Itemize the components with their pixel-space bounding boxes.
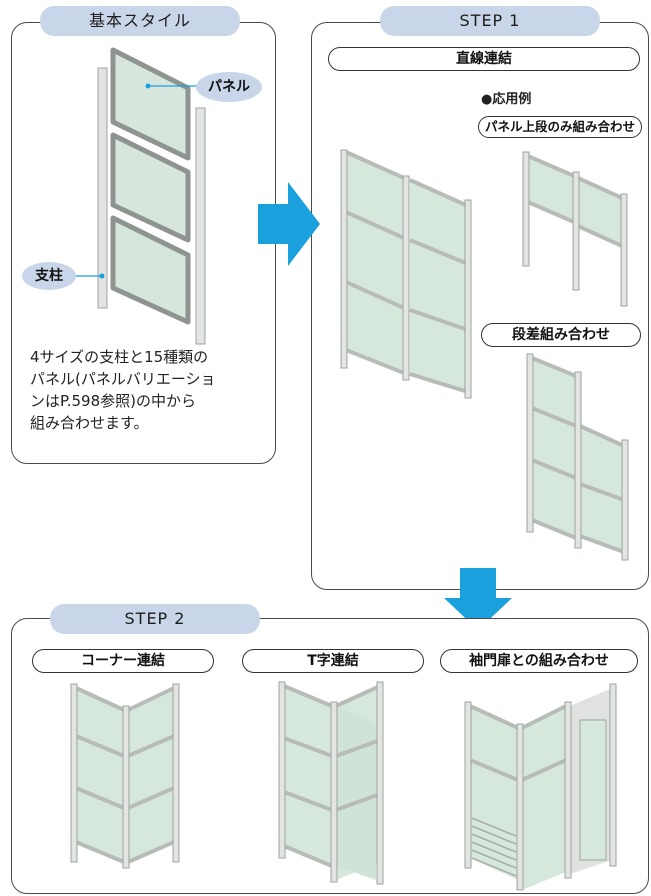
stepped-label: 段差組み合わせ <box>481 323 641 347</box>
step2-title: STEP 2 <box>50 604 260 634</box>
basic-description: 4サイズの支柱と15種類の パネル(パネルバリエーショ ンはP.598参照)の中… <box>30 348 216 432</box>
basic-left-post <box>97 67 108 309</box>
basic-panel-top <box>110 47 191 161</box>
basic-panel-bottom <box>110 215 191 325</box>
straight-fence <box>340 149 472 399</box>
t-fence <box>278 681 384 885</box>
down-arrow <box>444 568 512 630</box>
right-arrow <box>258 182 320 266</box>
basic-style-title: 基本スタイル <box>40 6 240 36</box>
basic-panel-middle <box>110 132 191 243</box>
stepped-fence <box>526 353 629 561</box>
application-heading: ●応用例 <box>481 92 532 107</box>
step1-title: STEP 1 <box>380 6 600 36</box>
panel-callout: パネル <box>196 72 262 102</box>
corner-link-label: コーナー連結 <box>32 649 214 673</box>
upper-only-fence <box>522 151 628 307</box>
post-callout: 支柱 <box>22 262 76 290</box>
straight-link-label: 直線連結 <box>328 47 640 71</box>
t-link-label: T字連結 <box>242 649 424 673</box>
door-combo-fence <box>464 683 617 891</box>
basic-right-post <box>195 107 206 345</box>
upper-only-label: パネル上段のみ組み合わせ <box>478 116 642 138</box>
door-combo-label: 袖門扉との組み合わせ <box>440 649 638 673</box>
corner-fence <box>70 683 180 869</box>
